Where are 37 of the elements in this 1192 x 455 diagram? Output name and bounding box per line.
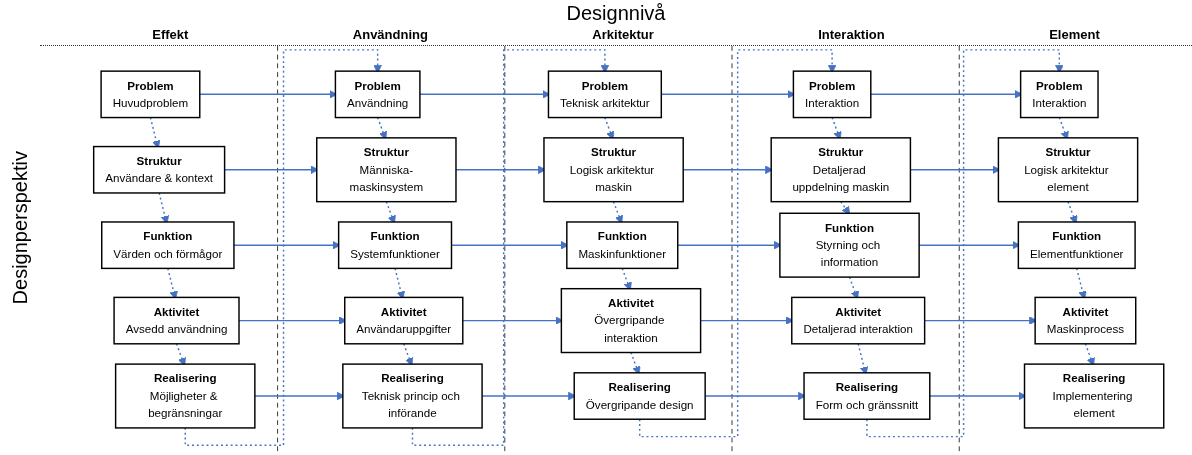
node-box: Problem Interaktion <box>792 70 872 119</box>
node-box: Funktion Maskinfunktioner <box>566 221 679 270</box>
node-box: Struktur Logisk arkitektur element <box>997 137 1139 203</box>
node-box: Struktur Människa-maskinsystem <box>316 137 457 203</box>
column-heading: Användning <box>352 27 428 42</box>
node-box: Realisering Form och gränssnitt <box>803 372 931 420</box>
node-box: Aktivitet Användaruppgifter <box>344 296 464 345</box>
arrow <box>866 49 1064 438</box>
node-box: Problem Användning <box>334 70 421 119</box>
node-box: Funktion Systemfunktioner <box>337 221 453 270</box>
node-box: Struktur Detaljerad uppdelning maskin <box>770 137 912 203</box>
node-box: Struktur Logisk arkitektur maskin <box>543 137 684 203</box>
node-box: Problem Teknisk arkitektur <box>547 70 663 119</box>
arrow <box>411 49 610 447</box>
node-box: Problem Huvudproblem <box>100 70 201 119</box>
node-box: Realisering Implementering element <box>1023 363 1165 429</box>
column-heading: Element <box>1049 27 1100 42</box>
diagram-title: Designnivå <box>566 2 666 24</box>
node-box: Aktivitet Detaljerad interaktion <box>791 296 926 345</box>
node-box: Realisering Teknisk princip och införande <box>342 363 483 429</box>
column-heading: Arkitektur <box>592 27 654 42</box>
node-box: Funktion Värden och förmågor <box>101 221 235 270</box>
arrow <box>184 49 382 447</box>
node-box: Realisering Övergripande design <box>573 372 706 420</box>
node-box: Struktur Användare & kontext <box>92 145 226 194</box>
node-box: Aktivitet Övergripande interaktion <box>560 287 702 354</box>
column-heading: Interaktion <box>818 27 885 42</box>
node-box: Aktivitet Avsedd användning <box>113 296 240 345</box>
node-box: Realisering Möjligheter & begränsningar <box>114 363 256 429</box>
column-heading: Effekt <box>152 27 189 42</box>
node-box: Problem Interaktion <box>1019 70 1099 119</box>
arrow <box>840 200 851 215</box>
arrow <box>638 49 837 438</box>
node-box: Funktion Styrning och information <box>779 212 920 278</box>
node-box: Aktivitet Maskinprocess <box>1034 296 1137 345</box>
axis-label: Designperspektiv <box>8 150 32 305</box>
node-box: Funktion Elementfunktioner <box>1017 221 1136 270</box>
